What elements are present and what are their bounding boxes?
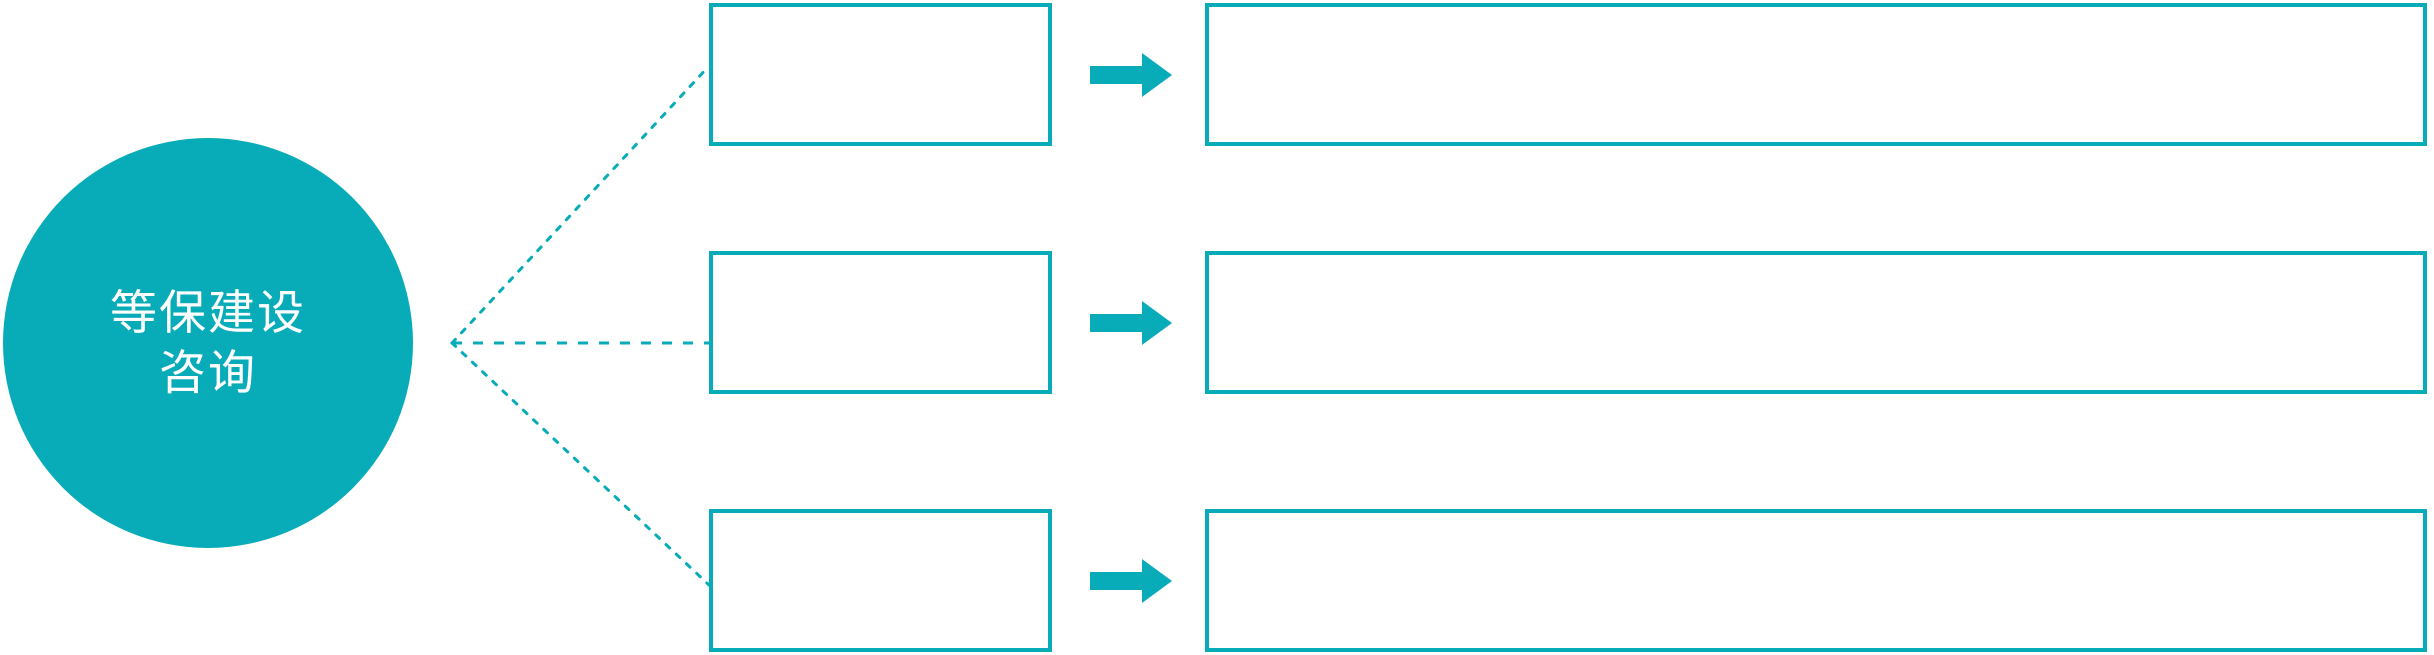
row-1-category-box[interactable]: [709, 3, 1052, 146]
row-1-detail-box[interactable]: [1205, 3, 2427, 146]
row-2-detail-box[interactable]: [1205, 251, 2427, 394]
diagram-row-2: [0, 251, 2434, 400]
arrow-right-icon: [1090, 559, 1172, 603]
row-3-category-box[interactable]: [709, 509, 1052, 652]
arrow-right-icon: [1090, 301, 1172, 345]
arrow-right-icon: [1090, 53, 1172, 97]
diagram-row-1: [0, 3, 2434, 152]
hub-circle[interactable]: 等保建设 咨询: [3, 138, 413, 548]
hub-label-line-1: 等保建设: [110, 285, 306, 339]
hub-label-line-2: 咨询: [159, 346, 257, 399]
row-3-detail-box[interactable]: [1205, 509, 2427, 652]
row-2-category-box[interactable]: [709, 251, 1052, 394]
diagram-row-3: [0, 509, 2434, 655]
